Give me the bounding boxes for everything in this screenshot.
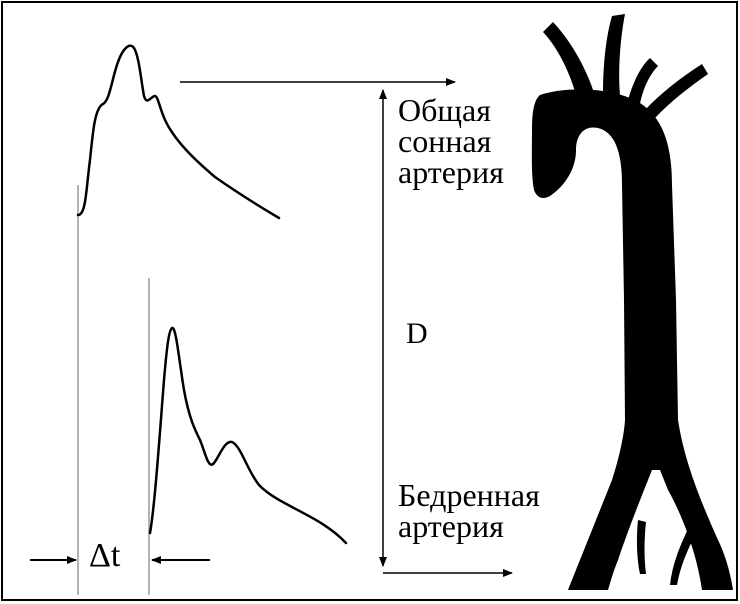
- carotid-artery-label: Общая сонная артерия: [398, 95, 504, 188]
- femoral-artery-label: Бедренная артерия: [398, 480, 540, 542]
- carotid-label-line-1: Общая: [398, 95, 504, 126]
- carotid-label-line-3: артерия: [398, 157, 504, 188]
- distance-label: D: [406, 318, 428, 349]
- femoral-label-line-1: Бедренная: [398, 480, 540, 511]
- delta-t-label: Δt: [89, 540, 120, 571]
- femoral-label-line-2: артерия: [398, 511, 540, 542]
- carotid-label-line-2: сонная: [398, 126, 504, 157]
